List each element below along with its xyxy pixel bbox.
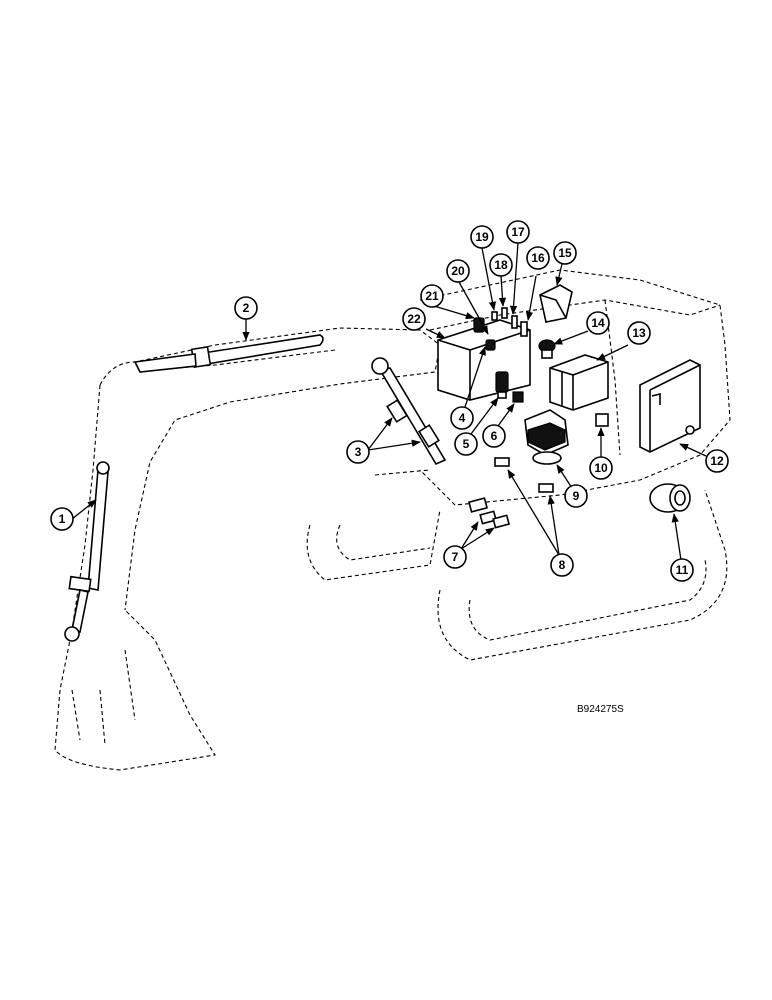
svg-text:21: 21 [425,289,439,303]
callout-7: 7 [443,545,467,569]
excavator-phantom-outline [54,269,731,771]
callout-4: 4 [450,406,474,430]
callout-19: 19 [470,225,494,249]
callout-13: 13 [627,321,651,345]
part-boom-cylinder [133,334,324,373]
leader-lines [71,242,707,561]
callout-12: 12 [705,449,729,473]
part-small-components [495,371,524,403]
callout-11: 11 [670,558,694,582]
callout-17: 17 [506,220,530,244]
callout-1: 1 [50,507,74,531]
svg-text:22: 22 [407,312,421,326]
svg-text:14: 14 [591,316,605,330]
callout-22: 22 [402,307,426,331]
callout-14: 14 [586,311,610,335]
svg-text:4: 4 [459,411,466,425]
svg-text:16: 16 [531,251,545,265]
svg-text:13: 13 [632,326,646,340]
svg-text:7: 7 [452,550,459,564]
callout-10: 10 [589,456,613,480]
svg-text:19: 19 [475,230,489,244]
svg-text:17: 17 [511,225,525,239]
svg-text:18: 18 [494,258,508,272]
part-control-valve-block [437,307,531,401]
part-swing-motor [649,483,691,513]
callout-2: 2 [234,296,258,320]
callout-3: 3 [346,440,370,464]
svg-text:2: 2 [243,301,250,315]
callout-5: 5 [454,432,478,456]
callout-16: 16 [526,246,550,270]
part-pump [524,409,569,465]
callout-8: 8 [550,553,574,577]
part-arm-cylinder [64,461,110,642]
svg-text:9: 9 [573,489,580,503]
part-batteries [549,354,609,411]
svg-text:20: 20 [451,264,465,278]
callout-18: 18 [489,253,513,277]
svg-text:10: 10 [594,461,608,475]
svg-text:3: 3 [355,445,362,459]
svg-text:12: 12 [710,454,724,468]
part-15 [539,284,573,323]
part-10 [595,413,609,427]
part-7 [467,497,511,529]
part-panel [639,359,701,453]
svg-text:15: 15 [558,246,572,260]
callout-6: 6 [482,424,506,448]
callout-15: 15 [553,241,577,265]
svg-text:11: 11 [676,563,689,577]
part-14 [538,339,556,359]
callout-21: 21 [420,284,444,308]
svg-text:6: 6 [491,429,498,443]
svg-text:1: 1 [59,512,66,526]
part-bucket-cylinders [371,357,447,466]
part-8 [494,457,554,493]
callout-20: 20 [446,259,470,283]
svg-text:8: 8 [559,558,566,572]
callout-9: 9 [564,484,588,508]
figure-reference: B924275S [577,704,624,715]
svg-text:5: 5 [463,437,470,451]
